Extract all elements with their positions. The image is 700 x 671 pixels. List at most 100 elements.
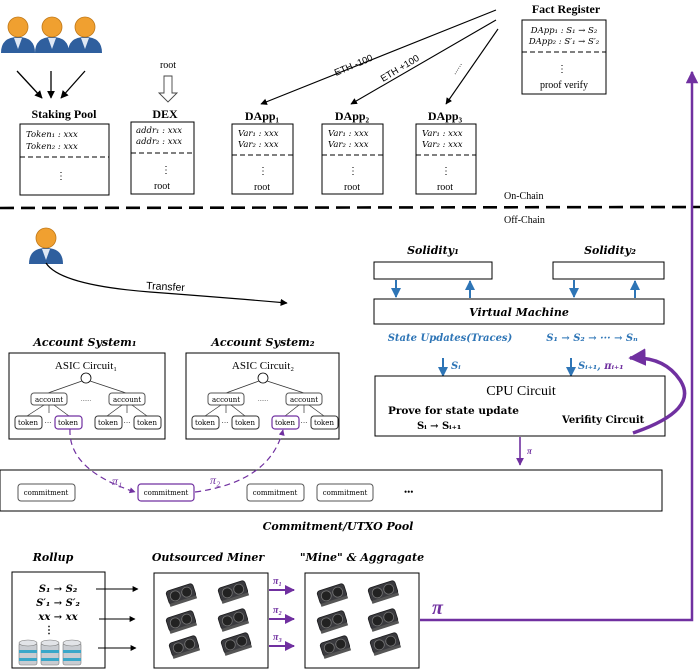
cell-row: Var₁ : xxx — [328, 129, 369, 139]
chain-boundary-line — [0, 205, 700, 210]
outsourced-miner: Outsourced Miner — [152, 551, 269, 669]
cell-row: DApp₂ : S′₁ → S′₂ — [528, 37, 600, 47]
dex: root DEX addr₁ : xxx addr₂ : xxx ⋮ root — [130, 60, 195, 195]
solidity-2-box — [552, 261, 665, 280]
off-chain-label: Off-Chain — [504, 215, 545, 226]
highlighted-token — [271, 415, 300, 430]
transfer-label: Transfer — [146, 280, 186, 294]
ellipsis: ⋮ — [161, 165, 171, 176]
ellipsis: ⋮ — [441, 166, 451, 177]
account-system-title: Account System₁ — [32, 336, 136, 349]
pi2-output-label: π₂ — [273, 605, 282, 616]
account-system-2: Account System₂ ASIC Circuit₂ account ..… — [185, 336, 340, 440]
rollup-row: S′₁ → S′₂ — [36, 598, 80, 609]
dapp-3: DApp₃ Var₁ : xxx Var₂ : xxx ⋮ root — [415, 109, 477, 195]
eth-minus-label: ETH -100 — [333, 53, 375, 79]
stake-arrow — [60, 70, 86, 99]
mine-aggregate: "Mine" & Aggragate — [300, 551, 424, 669]
highlighted-token — [54, 415, 83, 430]
dex-title: DEX — [152, 107, 178, 121]
cell-row: Var₁ : xxx — [422, 129, 463, 139]
rollup-title: Rollup — [32, 551, 74, 564]
cpu-proof-label: π — [527, 446, 533, 456]
cell-row: DApp₁ : S₁ → S₂ — [530, 26, 598, 36]
mint-dashed-arrow — [194, 429, 285, 493]
ellipsis: ...... — [81, 395, 92, 403]
state-update-arrow-dapp3 — [445, 28, 499, 105]
si1-pi-label: Sᵢ₊₁, πᵢ₊₁ — [578, 361, 624, 372]
pi1-label: π₁ — [112, 474, 122, 488]
account-node: account — [35, 396, 63, 404]
dex-root: root — [154, 181, 170, 192]
final-proof-label: π — [432, 597, 444, 619]
final-proof-arrow — [420, 70, 699, 622]
rollup-row: xx → xx — [37, 612, 78, 623]
pi3-output-label: π₃ — [273, 632, 282, 643]
user-icon — [67, 16, 103, 54]
more-commitments: ••• — [404, 487, 413, 497]
dapp-root: root — [437, 182, 453, 193]
ellipsis: ··· — [124, 419, 131, 427]
pi2-label: π₂ — [210, 473, 220, 487]
aggregate-title: "Mine" & Aggragate — [300, 551, 424, 564]
ellipsis: ··· — [222, 419, 229, 427]
dex-root-label: root — [160, 60, 176, 71]
ellipsis: ⋮ — [56, 171, 66, 182]
user-icon — [28, 227, 64, 265]
cell-row: Token₁ : xxx — [26, 130, 78, 140]
commitment-pool: commitment commitment commitment commitm… — [0, 469, 663, 533]
solidity-1-title: Solidity₁ — [407, 244, 459, 257]
asic-circuit-title: ASIC Circuit₁ — [55, 360, 117, 372]
cell-row: Var₁ : xxx — [238, 129, 279, 139]
dapp-root: root — [344, 182, 360, 193]
token-node: token — [58, 419, 78, 427]
cell-row: addr₁ : xxx — [136, 126, 182, 136]
state-sequence: S₁ → S₂ → ··· → Sₙ — [546, 333, 638, 344]
more-edges-label: ...... — [449, 60, 464, 76]
token-node: token — [275, 419, 295, 427]
verify-circuit-label: Verifity Circuit — [561, 415, 645, 426]
staking-pool: Staking Pool Token₁ : xxx Token₂ : xxx ⋮ — [19, 107, 110, 196]
ellipsis: ⋮ — [44, 625, 54, 636]
commitment-item: commitment — [24, 489, 69, 497]
commitment-item: commitment — [323, 489, 368, 497]
pi1-output-label: π₁ — [273, 576, 282, 587]
commitment-item: commitment — [144, 489, 189, 497]
eth-plus-label: ETH +100 — [379, 53, 422, 85]
database-icon — [62, 639, 82, 666]
state-update-arrow-dapp2 — [350, 19, 497, 105]
solidity-1-box — [373, 261, 493, 280]
ellipsis: ··· — [301, 419, 308, 427]
cell-row: addr₂ : xxx — [136, 137, 182, 147]
transfer-arrow — [45, 262, 288, 307]
token-node: token — [137, 419, 157, 427]
ellipsis: ⋮ — [557, 64, 567, 75]
token-node: token — [18, 419, 38, 427]
account-node: account — [113, 396, 141, 404]
dapp-root: root — [254, 182, 270, 193]
recursion-arrow — [628, 348, 687, 435]
fact-register-title: Fact Register — [532, 2, 601, 16]
cell-row: Var₂ : xxx — [328, 140, 369, 150]
cell-row: Token₂ : xxx — [26, 142, 78, 152]
rollup: Rollup S₁ → S₂ S′₁ → S′₂ xx → xx ⋮ — [11, 551, 106, 669]
stake-arrow — [16, 70, 43, 99]
account-system-1: Account System₁ ASIC Circuit₁ account ..… — [8, 336, 166, 440]
rollup-row: S₁ → S₂ — [39, 584, 78, 595]
ellipsis: ⋮ — [348, 166, 358, 177]
asic-circuit-title: ASIC Circuit₂ — [232, 360, 294, 372]
commitment-item: commitment — [253, 489, 298, 497]
state-updates-label: State Updates(Traces) — [388, 333, 513, 344]
user-icon — [0, 16, 36, 54]
dapp-title: DApp₂ — [335, 109, 370, 123]
token-node: token — [314, 419, 334, 427]
outsourced-miner-title: Outsourced Miner — [152, 551, 266, 564]
account-node: account — [212, 396, 240, 404]
virtual-machine-section: Solidity₁ Solidity₂ Virtual Machine Stat… — [373, 244, 665, 377]
transition-label: Sᵢ → Sᵢ₊₁ — [417, 421, 461, 432]
fact-register: Fact Register DApp₁ : S₁ → S₂ DApp₂ : S′… — [521, 2, 607, 95]
ellipsis: ...... — [258, 395, 269, 403]
commitment-pool-title: Commitment/UTXO Pool — [263, 520, 414, 533]
dapp-title: DApp₃ — [428, 109, 463, 123]
cell-row: Var₂ : xxx — [238, 140, 279, 150]
